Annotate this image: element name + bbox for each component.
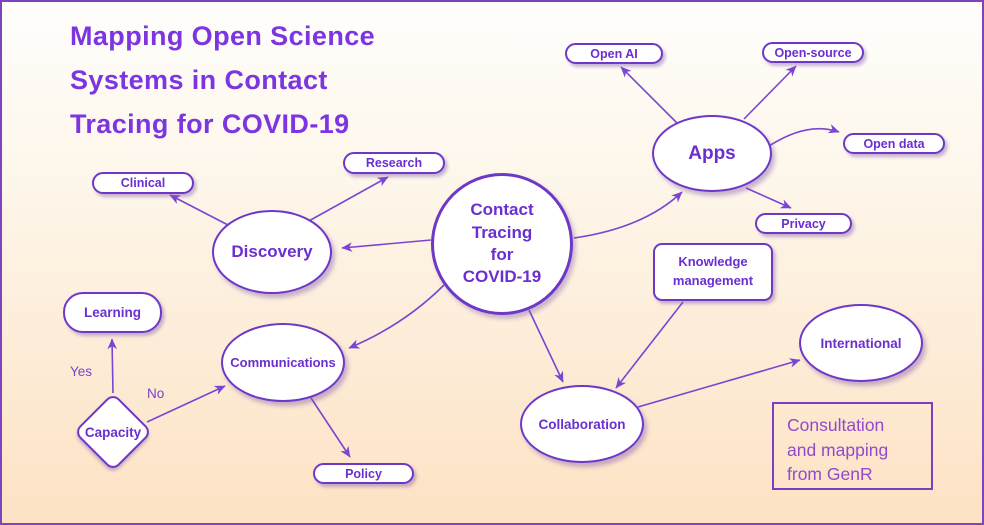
edge-label-no: No <box>147 386 165 401</box>
page-title: Mapping Open Science Systems in Contact … <box>70 21 376 139</box>
node-knowledge-management[interactable]: Knowledge management <box>653 243 773 301</box>
node-policy[interactable]: Policy <box>313 463 414 484</box>
node-open-source[interactable]: Open-source <box>762 42 864 63</box>
node-contact-tracing[interactable]: Contact Tracing for COVID-19 <box>431 173 573 315</box>
node-capacity-label: Capacity <box>84 424 142 440</box>
node-capacity[interactable]: Capacity <box>73 392 153 472</box>
node-open-ai[interactable]: Open AI <box>565 43 663 64</box>
node-communications[interactable]: Communications <box>221 323 345 402</box>
node-international[interactable]: International <box>799 304 923 382</box>
node-privacy[interactable]: Privacy <box>755 213 852 234</box>
node-collaboration[interactable]: Collaboration <box>520 385 644 463</box>
node-open-data[interactable]: Open data <box>843 133 945 154</box>
node-apps[interactable]: Apps <box>652 115 772 192</box>
node-learning[interactable]: Learning <box>63 292 162 333</box>
node-discovery[interactable]: Discovery <box>212 210 332 294</box>
node-research[interactable]: Research <box>343 152 445 174</box>
node-clinical[interactable]: Clinical <box>92 172 194 194</box>
annotation-consultation[interactable]: Consultation and mapping from GenR <box>772 402 933 490</box>
edge-label-yes: Yes <box>70 364 93 379</box>
